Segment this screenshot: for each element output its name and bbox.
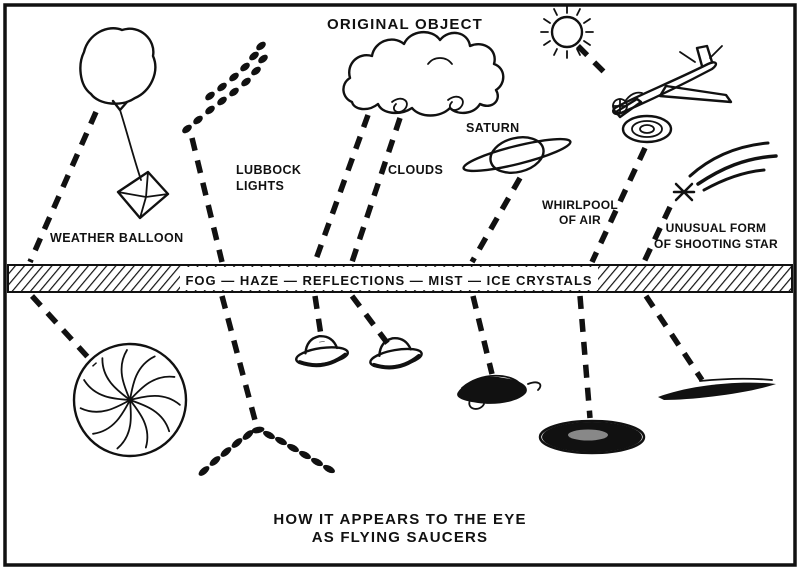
label-whirlpool-line1: WHIRLPOOL	[542, 198, 618, 212]
label-saturn: SATURN	[466, 121, 520, 135]
label-weather-balloon: WEATHER BALLOON	[50, 231, 184, 245]
whirlpool-drawing	[621, 114, 673, 144]
dark-streak-drawing	[658, 377, 776, 400]
dash-line-to-saucer2	[349, 294, 391, 346]
label-shooting-star-line1: UNUSUAL FORM	[666, 221, 767, 235]
dark-ring-drawing	[538, 419, 646, 455]
dash-line-to-ring	[577, 295, 593, 419]
sight-lines-bottom	[29, 294, 705, 425]
dash-line-saturn	[469, 176, 523, 264]
label-whirlpool-line2: OF AIR	[559, 213, 601, 227]
dash-line-whirlpool	[589, 146, 648, 264]
star-burst-icon	[672, 182, 696, 202]
saturn-drawing	[462, 136, 572, 174]
dash-line-to-formation	[219, 295, 259, 425]
label-shooting-star-line2: OF SHOOTING STAR	[654, 237, 778, 251]
atmosphere-band: FOG — HAZE — REFLECTIONS — MIST — ICE CR…	[7, 264, 793, 293]
dash-line-shooting-star	[641, 205, 673, 264]
title-original-object: ORIGINAL OBJECT	[327, 16, 483, 33]
dash-line-to-spiral	[29, 294, 98, 367]
label-lubbock-line1: LUBBOCK	[236, 163, 301, 177]
airplane-drawing	[612, 44, 733, 119]
label-lubbock-line2: LIGHTS	[236, 179, 284, 193]
dash-line-sun-plane	[576, 44, 612, 80]
sun-icon	[540, 5, 594, 59]
weather-balloon-drawing	[79, 27, 170, 220]
dash-line-lubbock	[189, 137, 225, 263]
dash-line-to-saucer1	[312, 295, 325, 343]
caption-line2: AS FLYING SAUCERS	[312, 529, 489, 546]
caption-line1: HOW IT APPEARS TO THE EYE	[273, 511, 526, 528]
band-label: FOG — HAZE — REFLECTIONS — MIST — ICE CR…	[185, 273, 592, 288]
clouds-drawing	[342, 31, 505, 117]
diagram-border	[3, 3, 797, 567]
label-clouds: CLOUDS	[388, 163, 443, 177]
dash-line-cloud-right	[349, 117, 403, 263]
saucer-one-drawing	[295, 334, 349, 368]
saucer-two-drawing	[369, 336, 423, 370]
scribble-saucer-drawing	[457, 374, 542, 410]
spiral-saucer-drawing	[72, 342, 188, 458]
lubbock-lights-drawing	[182, 41, 268, 134]
dash-line-balloon	[27, 110, 99, 264]
dash-line-cloud-left	[312, 114, 371, 263]
dash-line-to-scribble	[470, 295, 495, 375]
lights-formation-drawing	[198, 426, 335, 476]
sight-lines-top	[27, 44, 673, 264]
dash-line-to-streak	[643, 294, 705, 382]
shooting-star-drawing	[672, 141, 778, 202]
